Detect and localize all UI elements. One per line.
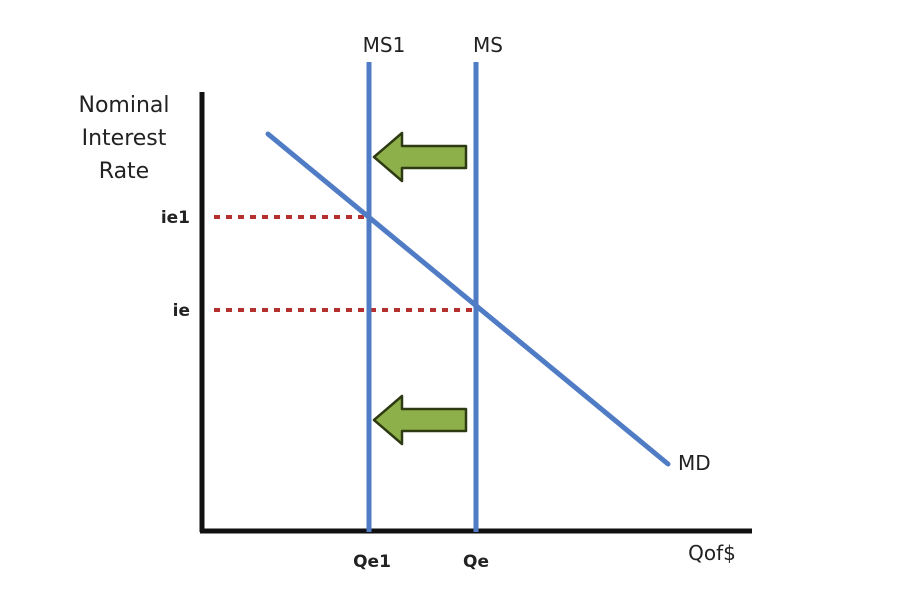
ie-tick-label: ie — [173, 301, 190, 321]
shift-left-arrow-upper — [372, 131, 468, 183]
y-axis-label-line-1: Nominal — [79, 93, 170, 118]
md-curve — [265, 131, 671, 467]
ms-label: MS — [473, 33, 503, 57]
y-axis-label-line-3: Rate — [99, 159, 149, 184]
qe-tick-label: Qe — [463, 552, 489, 572]
shift-left-arrow-lower — [372, 394, 468, 446]
x-axis-label: Qof$ — [688, 541, 736, 565]
ms1-label: MS1 — [363, 33, 406, 57]
ie1-tick-label: ie1 — [161, 208, 190, 228]
qe1-tick-label: Qe1 — [353, 552, 391, 572]
md-label: MD — [678, 451, 711, 475]
y-axis-label-line-2: Interest — [82, 126, 167, 151]
